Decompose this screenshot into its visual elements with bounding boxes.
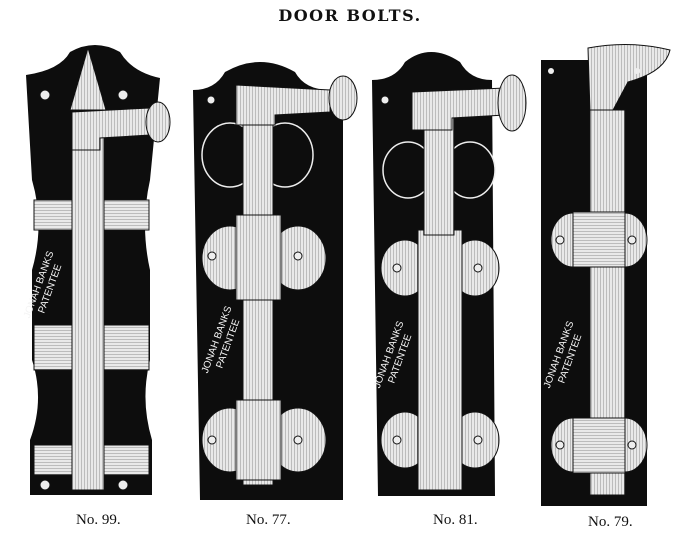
page-title: DOOR BOLTS. bbox=[278, 6, 422, 25]
bolt-77-illustration bbox=[193, 62, 358, 500]
bolt-79-caption: No. 79. bbox=[588, 514, 633, 530]
bolt-99-caption: No. 99. bbox=[76, 512, 121, 528]
bolt-77-caption: No. 77. bbox=[246, 512, 291, 528]
bolt-81-illustration bbox=[372, 52, 527, 496]
bolt-79-illustration bbox=[541, 43, 671, 506]
bolt-99-illustration bbox=[26, 45, 171, 495]
bolt-81-caption: No. 81. bbox=[433, 512, 478, 528]
